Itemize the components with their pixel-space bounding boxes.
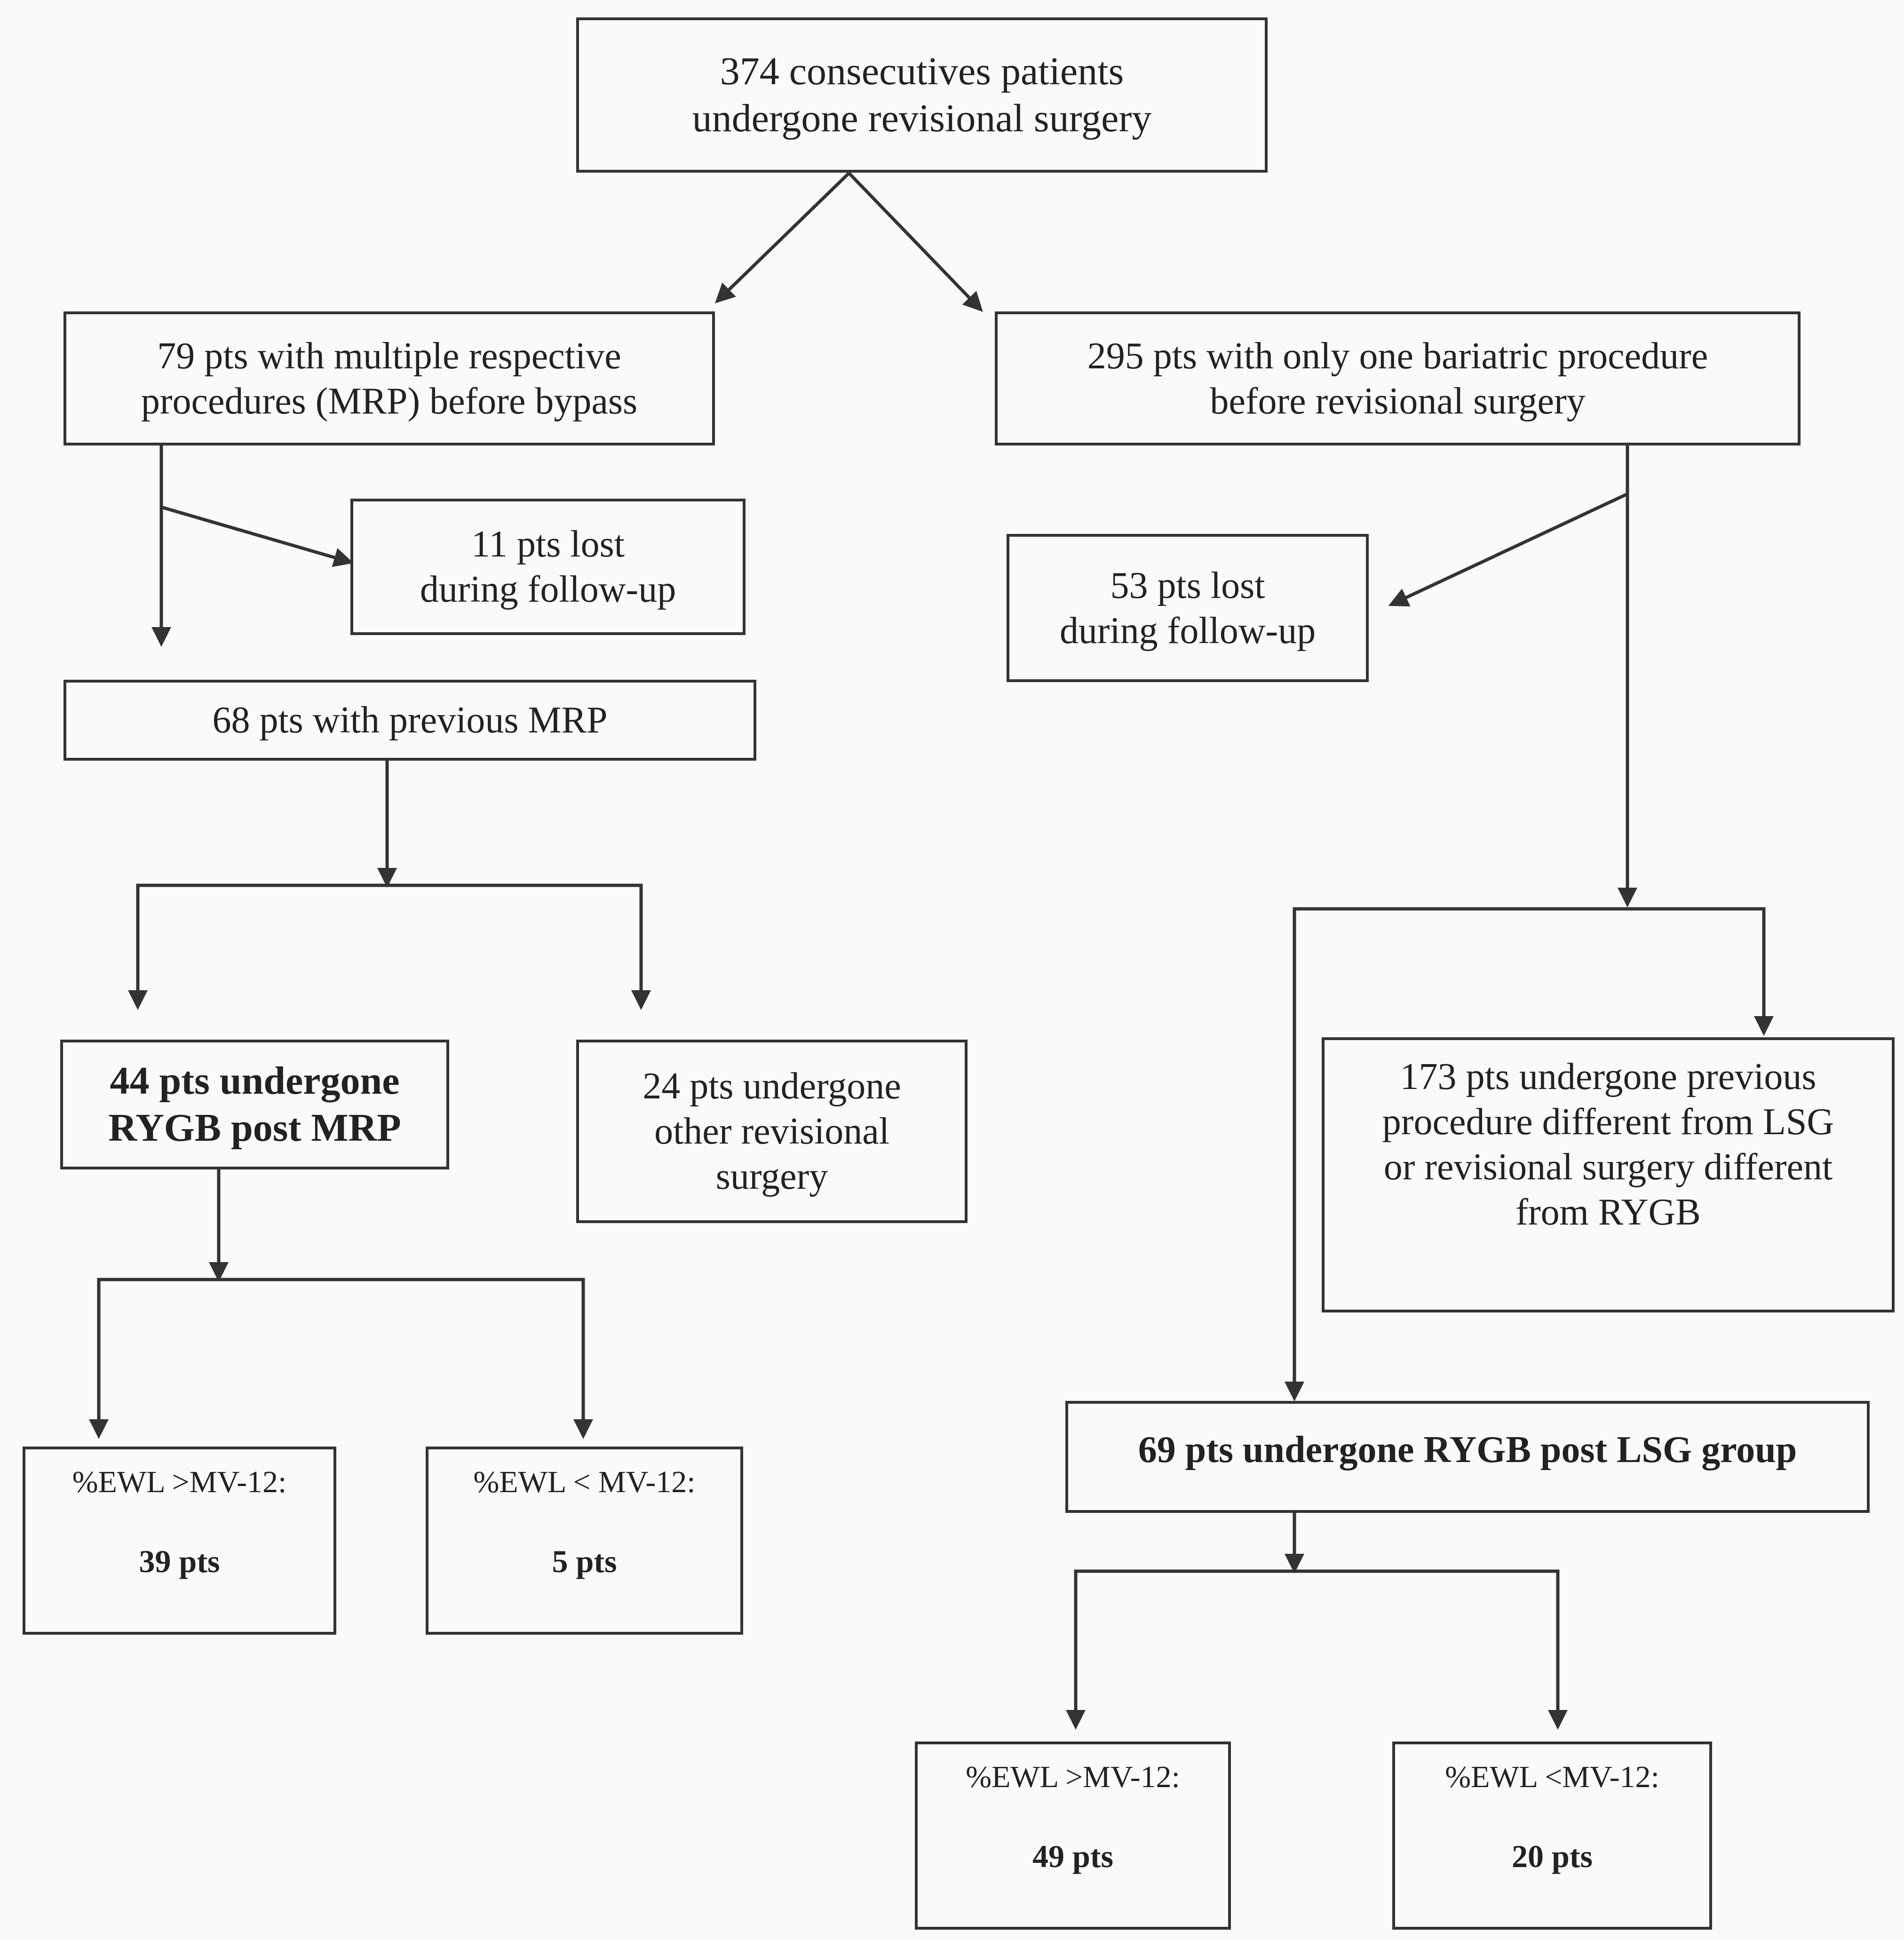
split-rygb-mrp	[97, 1278, 585, 1431]
diff-box: 173 pts undergone previous procedure dif…	[1322, 1037, 1895, 1312]
arrow-to-lost-one	[1388, 492, 1628, 607]
one-proc-line-1: 295 pts with only one bariatric procedur…	[1087, 335, 1708, 377]
diff-line-1: 173 pts undergone previous	[1400, 1056, 1817, 1097]
diff-line-4: from RYGB	[1515, 1192, 1701, 1233]
mrp-lt-label: %EWL < MV-12:	[473, 1465, 696, 1499]
lost-mrp-box: 11 pts lost during follow-up	[350, 499, 746, 635]
lsg-lt-box: %EWL <MV-12: 20 pts	[1392, 1741, 1712, 1930]
lost-one-line-1: 53 pts lost	[1110, 565, 1265, 606]
other-rev-line-3: surgery	[715, 1156, 828, 1197]
prev-mrp-box: 68 pts with previous MRP	[63, 680, 756, 761]
lsg-gt-box: %EWL >MV-12: 49 pts	[915, 1741, 1231, 1930]
rygb-mrp-line-1: 44 pts undergone	[110, 1059, 400, 1103]
rygb-lsg-label: 69 pts undergone RYGB post LSG group	[1138, 1429, 1797, 1471]
lost-one-line-2: during follow-up	[1059, 610, 1316, 652]
mrp-gt-box: %EWL >MV-12: 39 pts	[23, 1447, 336, 1635]
arrow-root-to-mrp	[714, 172, 850, 303]
mrp-gt-label: %EWL >MV-12:	[72, 1465, 287, 1499]
mrp-lt-count: 5 pts	[552, 1543, 617, 1579]
split-prev-mrp	[136, 883, 643, 1002]
lost-mrp-line-1: 11 pts lost	[471, 524, 625, 565]
diff-line-2: procedure different from LSG	[1382, 1101, 1834, 1143]
lsg-gt-label: %EWL >MV-12:	[966, 1760, 1180, 1794]
mrp-lt-box: %EWL < MV-12: 5 pts	[426, 1447, 743, 1635]
lost-mrp-line-2: during follow-up	[420, 569, 676, 610]
mrp-box: 79 pts with multiple respective procedur…	[63, 311, 715, 445]
lsg-lt-count: 20 pts	[1512, 1838, 1593, 1874]
root-line-1: 374 consecutives patients	[720, 49, 1124, 93]
one-proc-box: 295 pts with only one bariatric procedur…	[995, 311, 1801, 445]
other-rev-line-2: other revisional	[654, 1111, 889, 1152]
split-rygb-lsg	[1074, 1569, 1560, 1722]
arrow-root-to-one-proc	[848, 172, 983, 312]
mrp-line-2: procedures (MRP) before bypass	[141, 380, 638, 422]
split-one-proc	[1293, 907, 1766, 1392]
prev-mrp-label: 68 pts with previous MRP	[212, 700, 608, 741]
root-line-2: undergone revisional surgery	[692, 96, 1152, 140]
mrp-gt-count: 39 pts	[139, 1543, 220, 1579]
other-rev-line-1: 24 pts undergone	[643, 1065, 901, 1107]
lost-one-box: 53 pts lost during follow-up	[1007, 534, 1369, 682]
rygb-mrp-box: 44 pts undergone RYGB post MRP	[60, 1040, 449, 1169]
rygb-lsg-box: 69 pts undergone RYGB post LSG group	[1065, 1401, 1870, 1513]
one-proc-line-2: before revisional surgery	[1210, 380, 1586, 422]
lsg-lt-label: %EWL <MV-12:	[1445, 1760, 1659, 1794]
other-rev-box: 24 pts undergone other revisional surger…	[576, 1040, 968, 1223]
root-box: 374 consecutives patients undergone revi…	[576, 17, 1268, 173]
mrp-line-1: 79 pts with multiple respective	[157, 335, 621, 377]
arrow-to-lost-mrp	[161, 505, 354, 567]
lsg-gt-count: 49 pts	[1032, 1838, 1113, 1874]
diff-line-3: or revisional surgery different	[1383, 1146, 1833, 1188]
rygb-mrp-line-2: RYGB post MRP	[108, 1106, 401, 1150]
